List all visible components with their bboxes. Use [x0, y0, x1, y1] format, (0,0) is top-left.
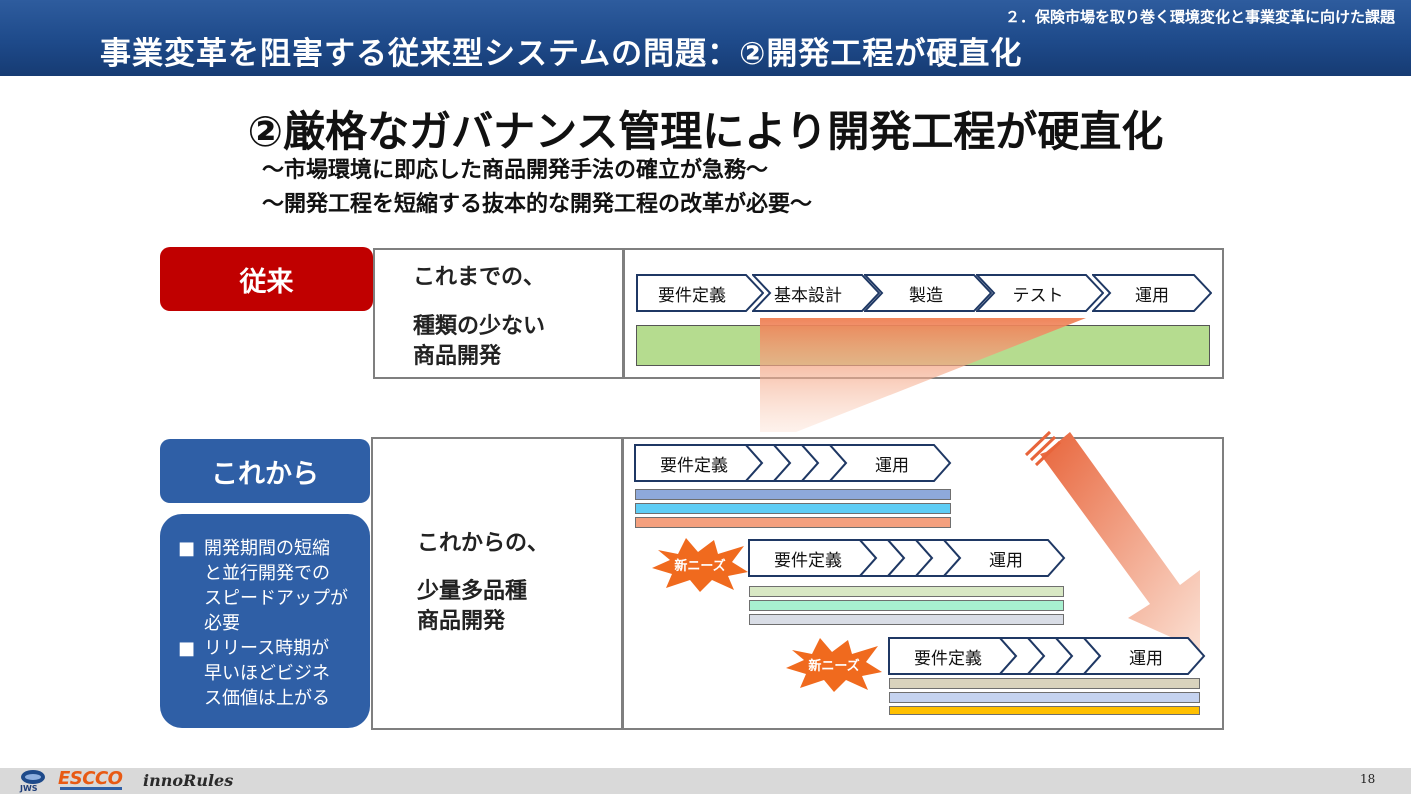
past-label-line1: これまでの、: [413, 265, 546, 290]
bullet-line: リリース時期が: [204, 638, 330, 659]
future-label-line3: 商品開発: [417, 609, 506, 634]
burst-label: 新ニーズ: [808, 658, 860, 674]
past-stage-1: 要件定義: [636, 274, 764, 312]
flow-start-label: 要件定義: [660, 455, 728, 476]
flow1-bar-2: [635, 503, 951, 514]
past-stage-label: 要件定義: [658, 285, 726, 306]
flow-end-label: 運用: [1129, 648, 1163, 669]
past-stage-label: 基本設計: [774, 285, 842, 306]
new-needs-burst-2: 新ニーズ: [786, 636, 882, 692]
flow1-bar-1: [635, 489, 951, 500]
section-title: ２．保険市場を取り巻く環境変化と事業変革に向けた課題: [1004, 8, 1395, 26]
future-label-line2: 少量多品種: [417, 579, 528, 604]
bullet-line: 早いほどビジネ: [204, 663, 330, 684]
bullet-marker: ■: [178, 638, 196, 659]
past-stage-label: 運用: [1135, 285, 1169, 306]
bullet-line: と並行開発での: [204, 563, 330, 584]
past-label-line3: 商品開発: [413, 344, 502, 369]
parallel-flow-1: 要件定義 運用: [634, 444, 952, 482]
past-stage-5: 運用: [1092, 274, 1212, 312]
flow-end-label: 運用: [875, 455, 909, 476]
flow-start-label: 要件定義: [914, 648, 982, 669]
future-label-box: [371, 437, 623, 730]
bullet-line: 開発期間の短縮: [204, 538, 330, 559]
parallel-flow-2: 要件定義 運用: [748, 539, 1066, 577]
flow2-bar-3: [749, 614, 1064, 625]
bullet-item: ■ 開発期間の短縮 と並行開発での スピードアップが 必要: [178, 536, 362, 636]
past-stage-2: 基本設計: [752, 274, 880, 312]
flow3-bar-1: [889, 678, 1200, 689]
benefit-bullets: ■ 開発期間の短縮 と並行開発での スピードアップが 必要 ■ リリース時期が …: [160, 514, 370, 728]
new-needs-burst-1: 新ニーズ: [652, 536, 748, 592]
footer-bar: [0, 768, 1411, 794]
innorules-logo: innoRules: [143, 771, 234, 790]
flow3-bar-2: [889, 692, 1200, 703]
past-duration-bar: [636, 325, 1210, 366]
future-label-line1: これからの、: [417, 531, 550, 556]
tag-future: これから: [160, 439, 370, 503]
past-stage-3: 製造: [864, 274, 992, 312]
subheading-1: ～市場環境に即応した商品開発手法の確立が急務～: [262, 158, 769, 183]
past-stage-4: テスト: [976, 274, 1104, 312]
slide-title: 事業変革を阻害する従来型システムの問題：②開発工程が硬直化: [100, 36, 1023, 72]
jws-logo: JWS: [16, 768, 50, 794]
page-number: 18: [1360, 772, 1376, 786]
bullet-marker: ■: [178, 538, 196, 559]
past-stage-label: 製造: [909, 285, 943, 306]
burst-label: 新ニーズ: [674, 558, 726, 574]
flow3-bar-3: [889, 706, 1200, 715]
tag-past: 従来: [160, 247, 373, 311]
escco-logo: ESCCO: [58, 768, 123, 789]
bullet-item: ■ リリース時期が 早いほどビジネ ス価値は上がる: [178, 636, 362, 711]
flow1-bar-3: [635, 517, 951, 528]
bullet-line: ス価値は上がる: [204, 688, 330, 709]
bullet-line: スピードアップが: [204, 588, 348, 609]
parallel-flow-3: 要件定義 運用: [888, 637, 1206, 675]
header-bar: [0, 0, 1411, 76]
escco-logo-underline: [60, 787, 122, 790]
subheading-2: ～開発工程を短縮する抜本的な開発工程の改革が必要～: [262, 192, 813, 217]
past-label-box: [373, 248, 624, 379]
flow-start-label: 要件定義: [774, 550, 842, 571]
flow2-bar-1: [749, 586, 1064, 597]
past-stage-label: テスト: [1012, 285, 1064, 306]
bullet-line: 必要: [204, 613, 240, 634]
flow-end-label: 運用: [989, 550, 1023, 571]
logo-text: JWS: [20, 784, 38, 793]
flow2-bar-2: [749, 600, 1064, 611]
main-heading: ②厳格なガバナンス管理により開発工程が硬直化: [247, 107, 1164, 156]
past-label-line2: 種類の少ない: [413, 314, 546, 339]
